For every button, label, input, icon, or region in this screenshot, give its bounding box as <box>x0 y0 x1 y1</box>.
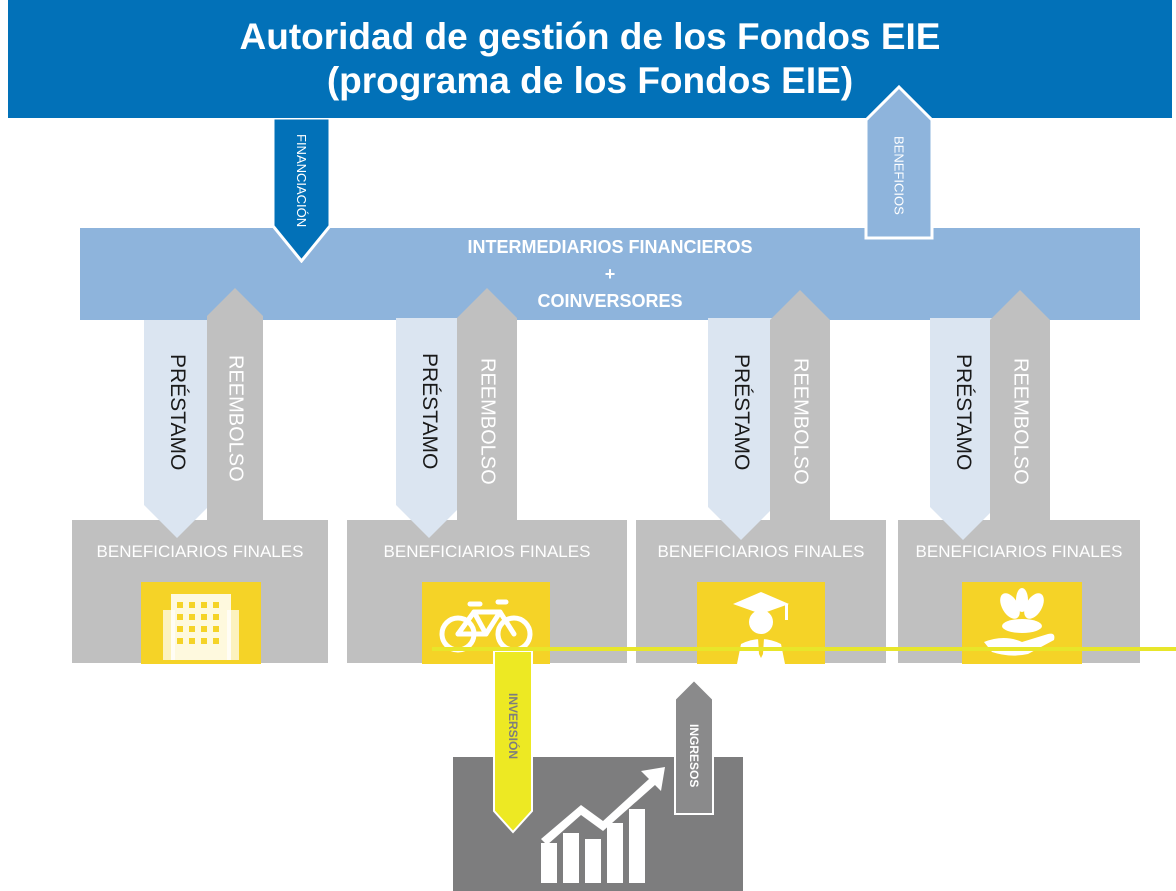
final-beneficiaries-label: BENEFICIARIOS FINALES <box>657 542 865 561</box>
managing-authority-title: Autoridad de gestión de los Fondos EIE <box>239 16 941 57</box>
intermediaries-plus: + <box>604 264 616 284</box>
repayment-arrow: REEMBOLSO <box>207 288 263 520</box>
repayment-arrow: REEMBOLSO <box>457 288 517 524</box>
income-arrow: INGRESOS <box>673 678 715 816</box>
final-beneficiaries-box: BENEFICIARIOS FINALES <box>898 520 1140 664</box>
final-beneficiaries-label: BENEFICIARIOS FINALES <box>96 542 304 561</box>
final-beneficiaries-label: BENEFICIARIOS FINALES <box>915 542 1123 561</box>
loan-arrow: PRÉSTAMO <box>930 318 996 540</box>
intermediaries-title: INTERMEDIARIOS FINANCIEROS <box>467 237 753 257</box>
investment-arrow: INVERSIÓN <box>492 651 534 834</box>
final-beneficiaries-box: BENEFICIARIOS FINALES <box>72 520 328 664</box>
managing-authority-banner: Autoridad de gestión de los Fondos EIE (… <box>8 0 1172 118</box>
loan-arrow: PRÉSTAMO <box>708 318 774 540</box>
managing-authority-subtitle: (programa de los Fondos EIE) <box>326 60 854 101</box>
co-investors-title: COINVERSORES <box>537 291 683 311</box>
final-beneficiaries-box: BENEFICIARIOS FINALES <box>636 520 886 664</box>
loan-arrow: PRÉSTAMO <box>144 320 210 538</box>
repayment-arrow: REEMBOLSO <box>770 290 830 522</box>
financing-arrow: FINANCIACIÓN <box>268 118 335 263</box>
building-icon <box>141 582 261 664</box>
repayment-arrow: REEMBOLSO <box>990 290 1050 522</box>
benefits-arrow: BENEFICIOS <box>864 85 934 240</box>
graduate-icon <box>697 582 825 664</box>
separator-line <box>432 647 1176 651</box>
final-beneficiaries-box: BENEFICIARIOS FINALES <box>347 520 627 664</box>
growth-chart-icon <box>533 765 673 883</box>
final-beneficiaries-label: BENEFICIARIOS FINALES <box>383 542 591 561</box>
loan-arrow: PRÉSTAMO <box>396 318 462 538</box>
financial-intermediaries-box: INTERMEDIARIOS FINANCIEROS + COINVERSORE… <box>80 228 1140 320</box>
plant-in-hand-icon <box>962 582 1082 664</box>
